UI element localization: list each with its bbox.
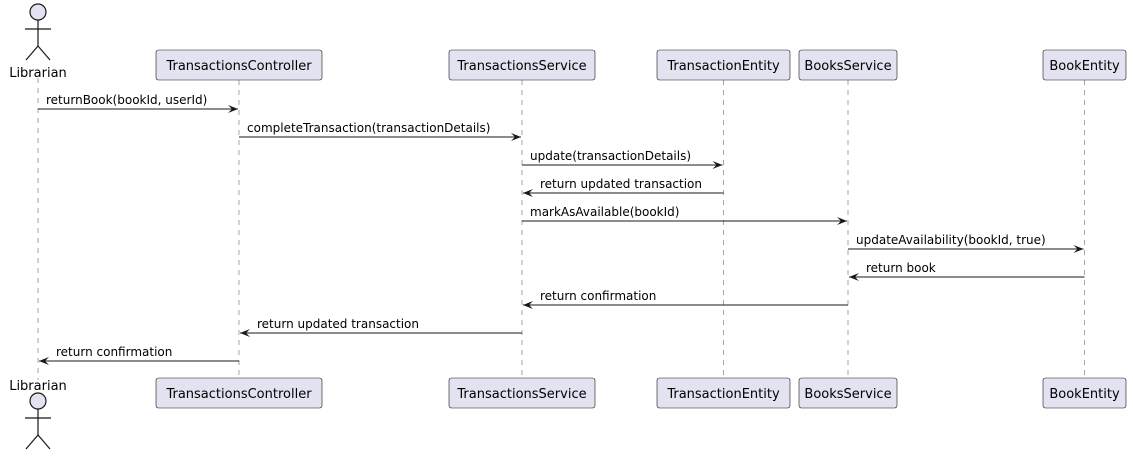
message-8: return confirmation xyxy=(523,289,848,309)
message-label: return updated transaction xyxy=(540,177,702,191)
message-label: return confirmation xyxy=(540,289,656,303)
arrowhead-icon xyxy=(39,357,49,365)
arrowhead-icon xyxy=(1073,245,1084,253)
message-label: return book xyxy=(866,261,936,275)
participant-be-bottom: BookEntity xyxy=(1042,377,1127,409)
message-label: returnBook(bookId, userId) xyxy=(46,93,207,107)
arrowhead-icon xyxy=(712,161,723,169)
arrowhead-icon xyxy=(228,105,238,113)
messages: returnBook(bookId, userId) completeTransa… xyxy=(38,93,1085,365)
actor-label-bottom: Librarian xyxy=(9,379,67,394)
message-label: completeTransaction(transactionDetails) xyxy=(247,121,490,135)
actor-label-top: Librarian xyxy=(9,66,67,81)
message-label: return confirmation xyxy=(56,345,172,359)
actor-icon-bottom xyxy=(25,392,51,450)
participant-label: TransactionsService xyxy=(456,387,586,402)
participant-te-top: TransactionEntity xyxy=(656,49,791,81)
participant-label: BooksService xyxy=(804,59,891,74)
participant-label: TransactionsService xyxy=(456,59,586,74)
message-7: return book xyxy=(849,261,1085,281)
participant-boxes: LibrarianLibrarianTransactionsController… xyxy=(9,3,1127,450)
arrowhead-icon xyxy=(523,189,533,197)
message-2: completeTransaction(transactionDetails) xyxy=(239,121,521,141)
arrowhead-icon xyxy=(511,133,521,141)
participant-bs-bottom: BooksService xyxy=(798,377,898,409)
participant-label: BookEntity xyxy=(1049,387,1120,402)
arrowhead-icon xyxy=(849,273,859,281)
message-label: markAsAvailable(bookId) xyxy=(530,205,679,219)
participant-tc-bottom: TransactionsController xyxy=(155,377,323,409)
arrowhead-icon xyxy=(523,301,533,309)
message-1: returnBook(bookId, userId) xyxy=(38,93,238,113)
message-label: updateAvailability(bookId, true) xyxy=(856,233,1046,247)
participant-label: TransactionsController xyxy=(165,387,312,402)
participant-label: BookEntity xyxy=(1049,59,1120,74)
message-3: update(transactionDetails) xyxy=(522,149,723,169)
arrowhead-icon xyxy=(240,329,250,337)
message-10: return confirmation xyxy=(39,345,239,365)
actor-icon-top xyxy=(25,3,51,61)
arrowhead-icon xyxy=(837,217,847,225)
participant-label: BooksService xyxy=(804,387,891,402)
participant-be-top: BookEntity xyxy=(1042,49,1127,81)
message-5: markAsAvailable(bookId) xyxy=(522,205,847,225)
participant-bs-top: BooksService xyxy=(798,49,898,81)
participant-label: TransactionsController xyxy=(165,59,312,74)
participant-label: TransactionEntity xyxy=(666,387,780,402)
message-4: return updated transaction xyxy=(523,177,724,197)
message-6: updateAvailability(bookId, true) xyxy=(848,233,1084,253)
participant-label: TransactionEntity xyxy=(666,59,780,74)
participant-tc-top: TransactionsController xyxy=(155,49,323,81)
message-label: return updated transaction xyxy=(257,317,419,331)
message-label: update(transactionDetails) xyxy=(530,149,691,163)
lifelines xyxy=(37,78,1085,380)
participant-ts-bottom: TransactionsService xyxy=(448,377,596,409)
participant-te-bottom: TransactionEntity xyxy=(656,377,791,409)
participant-ts-top: TransactionsService xyxy=(448,49,596,81)
message-9: return updated transaction xyxy=(240,317,522,337)
